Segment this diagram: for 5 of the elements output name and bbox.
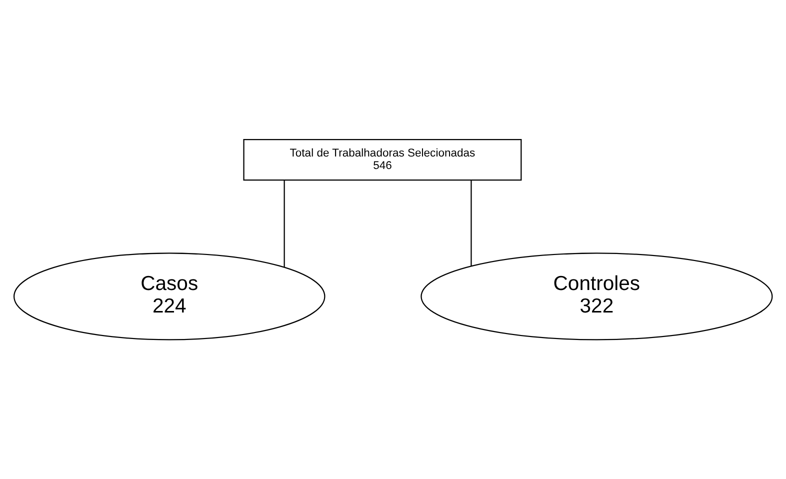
connector [284, 180, 285, 268]
node-ellipse: Casos 224 [13, 252, 326, 340]
node-box: Total de Trabalhadoras Selecionadas 546 [243, 138, 522, 181]
node-ellipse: Controles 322 [420, 252, 773, 340]
connector [470, 180, 472, 266]
